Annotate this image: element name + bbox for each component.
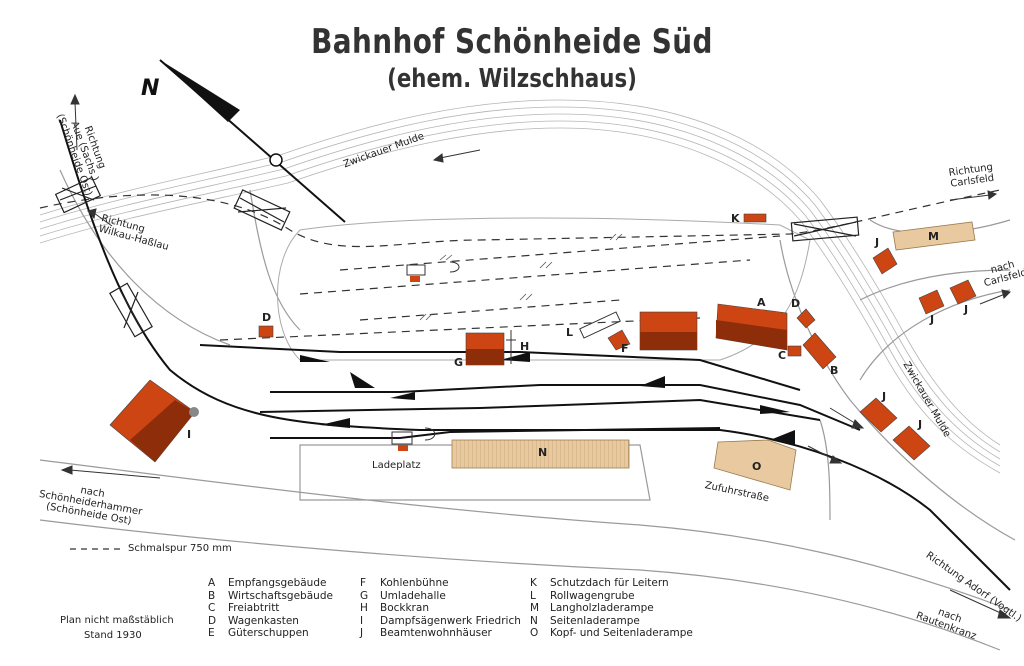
legend-text: Wagenkasten bbox=[228, 614, 299, 627]
building-label-d2: D bbox=[791, 297, 801, 310]
building-k bbox=[743, 213, 767, 223]
building-label-m: M bbox=[928, 230, 939, 243]
legend-key: G bbox=[360, 589, 369, 602]
legend-item-j: J Beamtenwohnhäuser bbox=[360, 627, 492, 639]
legend-item-c: C Freiabtritt bbox=[208, 602, 279, 614]
building-j5 bbox=[892, 425, 931, 461]
loading-ramps bbox=[451, 221, 976, 491]
label-schmalspur: Schmalspur 750 mm bbox=[128, 543, 232, 554]
legend-text: Umladehalle bbox=[380, 589, 446, 602]
station-yard-outline bbox=[277, 217, 811, 361]
legend-key: I bbox=[360, 614, 364, 627]
legend-item-i: I Dampfsägenwerk Friedrich bbox=[360, 615, 521, 627]
legend-text: Bockkran bbox=[380, 602, 429, 614]
legend-key: H bbox=[360, 602, 368, 614]
narrow-gauge-tracks bbox=[39, 189, 1001, 341]
page-title: Bahnhof Schönheide Süd bbox=[311, 22, 713, 62]
narrow-gauge-hatching bbox=[419, 233, 623, 321]
legend-key: L bbox=[530, 589, 536, 602]
ramp-m bbox=[892, 221, 976, 251]
switch-wedges bbox=[300, 352, 795, 446]
building-label-j3: J bbox=[964, 303, 969, 316]
legend-item-m: M Langholzladerampe bbox=[530, 602, 654, 614]
legend-key: F bbox=[360, 577, 367, 589]
building-label-a: A bbox=[757, 296, 766, 309]
legend-item-l: L Rollwagengrube bbox=[530, 590, 635, 602]
label-ladeplatz: Ladeplatz bbox=[372, 460, 421, 471]
north-arrow bbox=[159, 59, 346, 223]
building-label-n: N bbox=[538, 446, 548, 459]
buildings bbox=[109, 213, 977, 463]
building-label-k: K bbox=[731, 212, 740, 225]
building-j1 bbox=[872, 247, 898, 275]
building-label-o: O bbox=[752, 460, 762, 473]
building-j3 bbox=[949, 279, 977, 305]
label-plan-note: Plan nicht maßstäblich bbox=[60, 615, 174, 626]
page-subtitle: (ehem. Wilzschhaus) bbox=[387, 64, 637, 94]
legend-text: Beamtenwohnhäuser bbox=[380, 627, 492, 639]
label-stand: Stand 1930 bbox=[84, 630, 142, 641]
ramp-o bbox=[713, 439, 797, 491]
legend-item-e: E Güterschuppen bbox=[208, 627, 309, 639]
building-c bbox=[787, 345, 802, 357]
legend-item-h: H Bockkran bbox=[360, 602, 429, 614]
legend-text: Langholzladerampe bbox=[550, 602, 654, 614]
legend-key: M bbox=[530, 602, 540, 614]
legend-key: D bbox=[208, 614, 217, 627]
building-j4 bbox=[859, 397, 898, 433]
building-label-l: L bbox=[566, 326, 574, 339]
standard-gauge-tracks bbox=[59, 119, 1011, 591]
legend-item-f: F Kohlenbühne bbox=[360, 577, 449, 589]
legend-key: N bbox=[530, 614, 538, 627]
building-label-f: F bbox=[621, 342, 629, 355]
legend-text: Kopf- und Seitenladerampe bbox=[550, 627, 693, 639]
legend-key: K bbox=[530, 577, 537, 589]
building-label-g: G bbox=[454, 356, 464, 369]
building-f bbox=[607, 329, 631, 351]
legend-key: A bbox=[208, 577, 216, 589]
legend-key: B bbox=[208, 589, 216, 602]
legend-item-n: N Seitenladerampe bbox=[530, 615, 640, 627]
legend-item-a: A Empfangsgebäude bbox=[208, 577, 326, 589]
building-label-j5: J bbox=[918, 418, 923, 431]
building-label-b: B bbox=[830, 364, 839, 377]
building-label-c: C bbox=[778, 349, 787, 362]
crane-symbols bbox=[391, 261, 621, 445]
building-label-h: H bbox=[520, 340, 530, 353]
roads bbox=[39, 169, 1016, 651]
building-label-i: I bbox=[187, 428, 192, 441]
legend-key: J bbox=[360, 627, 364, 639]
building-label-j2: J bbox=[930, 313, 935, 326]
legend-item-g: G Umladehalle bbox=[360, 590, 446, 602]
legend-key: O bbox=[530, 627, 539, 639]
chimney bbox=[189, 407, 199, 417]
legend-key: C bbox=[208, 602, 216, 614]
legend-text: Freiabtritt bbox=[228, 602, 280, 614]
legend-text: Dampfsägenwerk Friedrich bbox=[380, 614, 521, 627]
building-j2 bbox=[918, 289, 945, 315]
bridge-truss bbox=[54, 176, 860, 338]
legend-text: Schutzdach für Leitern bbox=[550, 577, 669, 589]
north-label: N bbox=[141, 76, 159, 101]
legend-text: Wirtschaftsgebäude bbox=[228, 589, 333, 602]
legend-text: Güterschuppen bbox=[228, 627, 309, 639]
legend-item-k: K Schutzdach für Leitern bbox=[530, 577, 669, 589]
building-label-d1: D bbox=[262, 311, 272, 324]
building-label-j1: J bbox=[875, 236, 880, 249]
legend-item-d: D Wagenkasten bbox=[208, 615, 299, 627]
legend-text: Kohlenbühne bbox=[380, 577, 449, 589]
building-b bbox=[802, 332, 837, 370]
legend-text: Seitenladerampe bbox=[550, 614, 640, 627]
building-label-j4: J bbox=[882, 390, 887, 403]
legend-key: E bbox=[208, 627, 215, 639]
legend-item-b: B Wirtschaftsgebäude bbox=[208, 590, 333, 602]
direction-arrows bbox=[60, 93, 1012, 619]
building-d2 bbox=[796, 308, 816, 329]
legend-text: Rollwagengrube bbox=[550, 589, 635, 602]
legend-text: Empfangsgebäude bbox=[228, 577, 327, 589]
legend-item-o: O Kopf- und Seitenladerampe bbox=[530, 627, 693, 639]
building-d1 bbox=[258, 325, 274, 338]
